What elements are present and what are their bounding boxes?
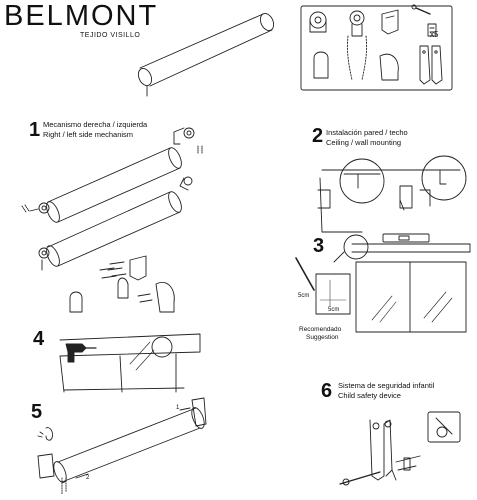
step1-illustration [21,127,203,313]
step2-caption-en: Ceiling / wall mounting [326,138,402,147]
step5-tag-2: 2 [86,475,90,481]
brand-subtitle: TEJIDO VISILLO [80,32,141,39]
step6-illustration [339,411,461,486]
step6-caption-es: Sistema de seguridad infantil [338,381,435,390]
step4-number: 4 [33,328,45,350]
step3-dimension-2: 5cm [328,307,340,313]
step3-note-es: Recomendado [299,326,342,333]
step5-tag-1: 1 [176,405,180,411]
header-roller-illustration [137,12,275,97]
step6-caption-en: Child safety device [338,391,401,400]
step2-caption-es: Instalación pared / techo [326,128,408,137]
brand-name: BELMONT [4,0,159,32]
step1-caption-es: Mecanismo derecha / izquierda [43,120,148,129]
parts-kit-box [300,4,453,91]
step4-illustration [59,333,201,393]
step5-number: 5 [31,401,43,423]
step1-caption-en: Right / left side mechanism [43,130,134,139]
step2-number: 2 [312,125,324,147]
step1-number: 1 [29,119,41,141]
screw-count-label: x5 [430,30,439,39]
step2-illustration [317,155,467,233]
step5-illustration [37,397,207,495]
step3-illustration [295,233,471,333]
step6-number: 6 [321,380,333,402]
step3-number: 3 [313,235,325,257]
step3-dimension-1: 5cm [298,293,310,299]
step3-note-en: Suggestion [306,334,339,341]
